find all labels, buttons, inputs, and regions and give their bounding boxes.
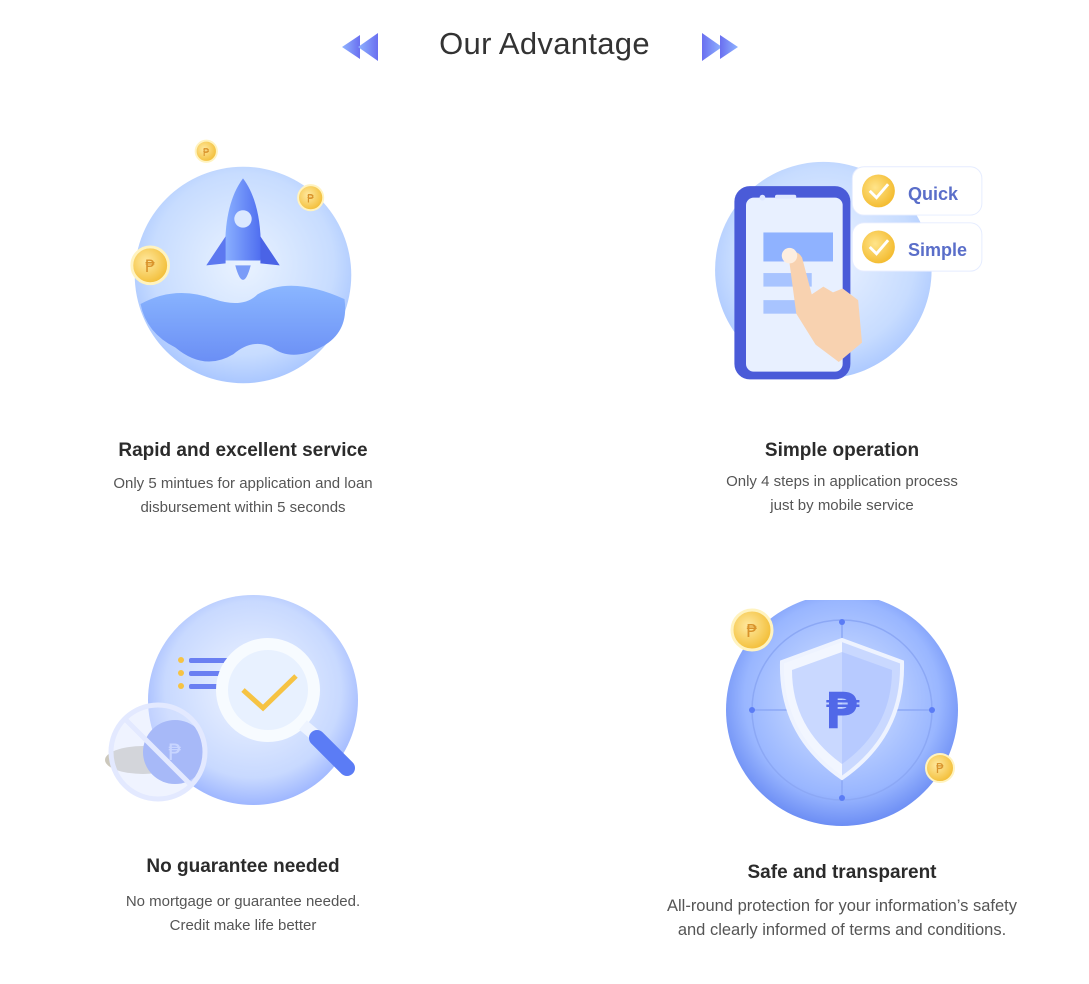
double-chevron-left-icon[interactable]: [340, 32, 380, 62]
advantage-description: Only 4 steps in application process just…: [726, 473, 958, 514]
svg-text:₱: ₱: [825, 682, 860, 740]
phone-tap-icon: [715, 161, 983, 380]
page-title: Our Advantage: [439, 26, 650, 61]
advantage-card-safe: ₱ ₱ ₱ Safe and transparent All-round pro…: [642, 590, 1042, 960]
shield-peso-icon: ₱ ₱ ₱: [726, 600, 958, 826]
advantage-description: No mortgage or guarantee needed. Credit …: [125, 893, 361, 934]
badge-quick: Quick: [908, 184, 959, 204]
advantage-card-no-guarantee: ₱ No guarantee needed No mortgage or gua…: [43, 590, 443, 950]
svg-text:₱: ₱: [307, 192, 314, 206]
svg-text:₱: ₱: [145, 257, 155, 276]
advantage-title: Rapid and excellent service: [118, 440, 368, 461]
double-chevron-right-icon[interactable]: [700, 32, 740, 62]
svg-text:₱: ₱: [936, 762, 944, 777]
badge-simple: Simple: [908, 240, 968, 260]
advantage-card-rapid: ₱ ₱ ₱ Rapid and excellent service Only 5…: [43, 130, 443, 530]
rocket-icon: ₱ ₱ ₱: [130, 139, 352, 384]
advantage-title: Safe and transparent: [747, 862, 937, 883]
svg-text:₱: ₱: [203, 146, 210, 159]
advantage-card-simple: Quick Simple Simple operation Only 4 ste…: [642, 130, 1042, 530]
advantage-description: All-round protection for your informatio…: [666, 897, 1018, 939]
advantage-title: Simple operation: [764, 440, 920, 461]
svg-text:₱: ₱: [168, 741, 182, 766]
advantage-description: Only 5 mintues for application and loan …: [113, 475, 373, 516]
advantage-title: No guarantee needed: [146, 856, 340, 877]
svg-text:₱: ₱: [746, 621, 757, 642]
section-header: Our Advantage: [0, 22, 1089, 72]
magnifier-check-icon: ₱: [105, 595, 358, 805]
